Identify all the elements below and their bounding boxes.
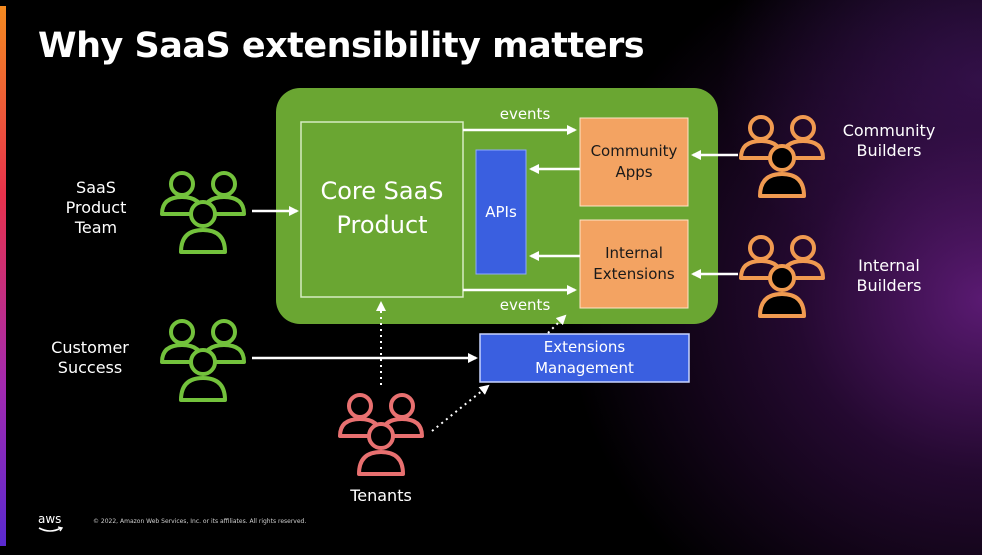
core-saas-product-box bbox=[300, 121, 464, 298]
community-apps-box bbox=[579, 117, 689, 207]
community-apps-label: Community Apps bbox=[590, 142, 678, 181]
tenants-icon bbox=[338, 393, 424, 476]
dotted-arrow-mgmt-internal bbox=[547, 314, 567, 334]
customer-success-icon bbox=[160, 319, 246, 402]
slide-title: Why SaaS extensibility matters bbox=[38, 26, 645, 66]
internal-extensions-box bbox=[579, 219, 689, 309]
apis-box bbox=[475, 149, 527, 275]
extensions-management-box bbox=[479, 333, 690, 383]
aws-smile-icon bbox=[38, 526, 64, 532]
community-builders-icon bbox=[739, 115, 825, 198]
events-label-top: events bbox=[499, 105, 551, 123]
saas-product-team-label: SaaS Product Team bbox=[65, 178, 127, 237]
copyright-text: © 2022, Amazon Web Services, Inc. or its… bbox=[93, 518, 307, 525]
internal-builders-label: Internal Builders bbox=[856, 256, 922, 295]
saas-product-team-icon bbox=[160, 171, 246, 254]
core-saas-product-label: Core SaaS Product bbox=[320, 177, 444, 239]
apis-label: APIs bbox=[485, 203, 517, 221]
internal-builders-icon bbox=[739, 235, 825, 318]
accent-bar bbox=[0, 6, 6, 546]
events-label-bottom: events bbox=[499, 296, 551, 314]
aws-logo: aws bbox=[38, 512, 64, 532]
community-builders-label: Community Builders bbox=[842, 121, 936, 160]
aws-logo-text: aws bbox=[38, 512, 62, 526]
customer-success-label: Customer Success bbox=[51, 338, 129, 377]
extensions-management-label: Extensions Management bbox=[535, 338, 634, 377]
internal-extensions-label: Internal Extensions bbox=[593, 244, 675, 283]
tenants-label: Tenants bbox=[350, 486, 412, 505]
dotted-arrow-tenants-mgmt bbox=[431, 384, 490, 432]
